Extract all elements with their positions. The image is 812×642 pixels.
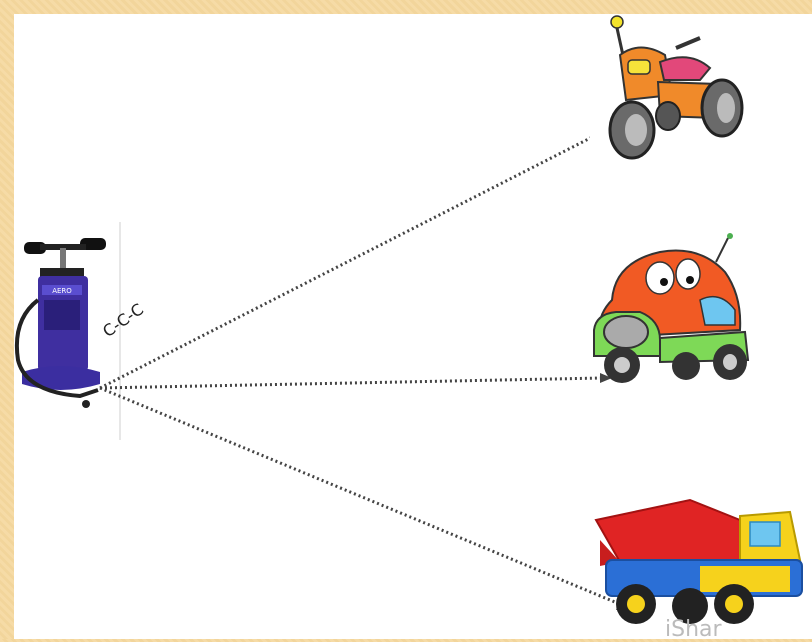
arrow-to-car xyxy=(100,378,602,388)
arrow-to-motorbike xyxy=(100,128,610,388)
pump-icon: AERO xyxy=(17,238,106,408)
motorbike-icon xyxy=(590,14,742,186)
connectors xyxy=(100,128,622,605)
pump-brand-label: AERO xyxy=(52,287,72,295)
car-icon xyxy=(594,233,748,383)
arrow-to-truck xyxy=(100,388,622,605)
watermark-text: iShar xyxy=(665,617,722,642)
truck-icon xyxy=(596,500,802,624)
